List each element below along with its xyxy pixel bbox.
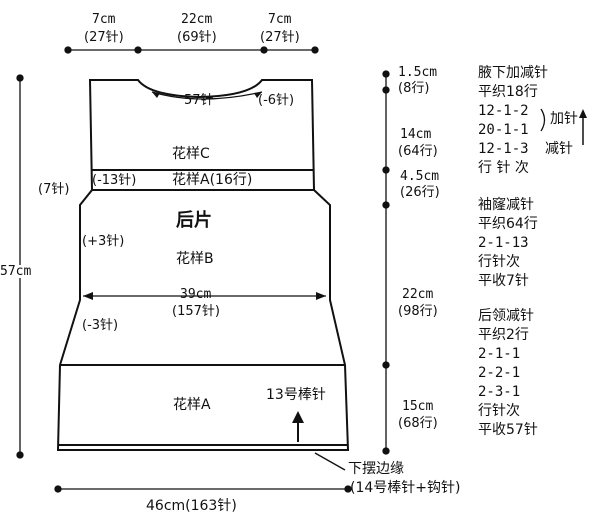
neck-rows: 平织2行 xyxy=(478,327,529,343)
pattern-b-label: 花样B xyxy=(176,251,214,267)
top-mid-stitches: (69针) xyxy=(177,30,217,45)
dim-4-cm: 22cm xyxy=(402,287,434,302)
neck-bindoff: 平收57针 xyxy=(478,422,538,438)
band-pattern-label: 花样A(16行) xyxy=(172,172,253,188)
width-cm: 39cm xyxy=(180,287,212,302)
direction-arrow-icon xyxy=(292,411,304,423)
dim-5-rows: (68行) xyxy=(398,416,438,431)
garment-outline xyxy=(56,79,350,451)
hem-label: 下摆边缘 xyxy=(348,461,404,477)
dim-5-cm: 15cm xyxy=(402,399,434,414)
pattern-c-label: 花样C xyxy=(172,146,210,162)
pattern-a-label: 花样A xyxy=(173,397,211,413)
dim-1-cm: 1.5cm xyxy=(398,65,438,80)
band-decrease: (-13针) xyxy=(92,173,137,188)
neck-arc xyxy=(151,91,263,100)
underarm-decrease: 减针 xyxy=(545,141,573,157)
panel-title: 后片 xyxy=(176,210,212,231)
dim-3-rows: (26行) xyxy=(400,185,440,200)
top-right-cm: 7cm xyxy=(268,12,292,27)
dim-4-rows: (98行) xyxy=(398,304,438,319)
armhole-legend: 行针次 xyxy=(478,254,520,270)
hem-needle: (14号棒针+钩针) xyxy=(350,480,461,496)
top-left-cm: 7cm xyxy=(92,12,116,27)
underarm-title: 腋下加减针 xyxy=(478,65,548,81)
dim-2-cm: 14cm xyxy=(400,127,432,142)
armhole-bindoff: 平收7针 xyxy=(478,273,529,289)
bottom-width: 46cm(163针) xyxy=(146,498,237,514)
dim-2-rows: (64行) xyxy=(398,144,438,159)
top-mid-cm: 22cm xyxy=(181,12,213,27)
underarm-line-3: 12-1-3 xyxy=(478,141,529,157)
neck-line-2: 2-2-1 xyxy=(478,365,521,381)
underarm-rows: 平织18行 xyxy=(478,84,538,100)
total-height: 57cm xyxy=(0,264,32,279)
top-right-stitches: (27针) xyxy=(260,30,300,45)
neck-legend: 行针次 xyxy=(478,403,520,419)
width-stitches: (157针) xyxy=(172,304,220,319)
underarm-line-2: 20-1-1 xyxy=(478,122,529,138)
decrease-label: (-3针) xyxy=(82,318,119,333)
armhole-line-1: 2-1-13 xyxy=(478,235,529,251)
underarm-increase: 加针 xyxy=(550,111,578,127)
hem-leader-line xyxy=(314,452,346,471)
needle-label: 13号棒针 xyxy=(266,387,326,403)
neck-title: 后领减针 xyxy=(478,308,534,324)
neck-decrease: (-6针) xyxy=(258,93,295,108)
top-left-stitches: (27针) xyxy=(84,30,124,45)
underarm-line-1: 12-1-2 xyxy=(478,103,529,119)
armhole-side-stitches: (7针) xyxy=(38,182,70,197)
neck-line-1: 2-1-1 xyxy=(478,346,521,362)
increase-label: (+3针) xyxy=(82,234,125,249)
neck-stitches: 57针 xyxy=(184,93,214,108)
armhole-title: 袖窿减针 xyxy=(478,197,534,213)
armhole-rows: 平织64行 xyxy=(478,216,538,232)
dim-3-cm: 4.5cm xyxy=(400,169,440,184)
neck-line-3: 2-3-1 xyxy=(478,384,521,400)
dim-1-rows: (8行) xyxy=(398,81,430,96)
underarm-legend: 行 针 次 xyxy=(478,160,529,176)
